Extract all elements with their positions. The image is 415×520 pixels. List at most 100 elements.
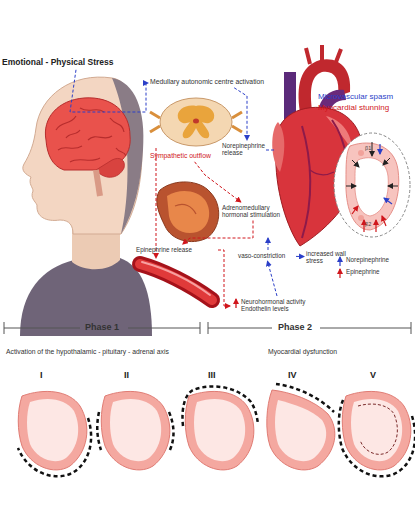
phase-bracket [4,322,411,334]
text-node: Sympathetic outflow [150,152,230,160]
myocardium-inset [358,150,364,156]
heart [306,45,341,64]
node-text: Emotional - Physical Stress [2,58,152,68]
text-node: Adrenomedullary hormonal stimulation [222,204,284,218]
legend-arrow-samples [339,257,340,266]
text-node: Neurohormonal activityEndothelin levels [232,298,327,312]
node-text: Adrenomedullary hormonal stimulation [222,204,284,218]
node-text: Medullary autonomic centre activation [150,78,300,86]
myocardium-inset [363,220,364,232]
ventricle-midventricular [110,399,161,461]
blood-vessel [142,262,210,295]
spinal-cord-section [160,98,232,146]
ventricle-focal [267,384,335,470]
brain [56,108,126,162]
myocardium-inset [352,206,358,214]
myocardium-inset [382,216,386,226]
diagram-label: II [124,370,129,380]
ventricle-apical [18,418,91,476]
ventricle-focal [276,384,334,412]
myocardium-inset [372,142,373,156]
heart-connectors [266,150,274,250]
heart-connectors [266,150,274,151]
patient-silhouette [20,77,152,336]
spinal-cord-section [193,119,199,124]
adrenal-gland [157,182,219,242]
dashed-arrow [268,261,278,296]
diagram-label: I [40,370,43,380]
node-text: Neurohormonal activity [241,298,327,305]
node-text: Endothelin levels [241,305,327,312]
diagram-label: IV [288,370,297,380]
myocardium-inset [379,144,380,154]
patient-silhouette [20,258,152,336]
diagram-label: Myocardial stunning [318,103,389,112]
brain [45,98,130,196]
diagram-label: Phase 1 [85,322,119,332]
node-text: increased wall stress [306,250,352,264]
text-node: Norepinephrine release [222,142,272,156]
heart [310,170,334,175]
myocardium-inset [375,220,376,232]
phase-bracket [4,322,411,334]
text-node: vaso-constriction [238,252,294,259]
text-node: Medullary autonomic centre activation [150,78,300,86]
myocardium-inset [355,158,388,216]
legend-arrow-samples [339,269,340,278]
ventricle-basal [182,386,258,469]
diagram-label: Phase 2 [278,322,312,332]
dashed-arrow [218,250,230,306]
heart-connectors [268,238,269,250]
ventricle-focal [275,400,326,461]
adrenal-gland [167,191,209,233]
myocardium-inset [388,186,398,187]
myocardium-inset [334,133,410,237]
diagram-label: III [208,370,216,380]
myocardium-inset [334,133,410,237]
myocardium-inset [383,158,390,165]
ventricle-midventricular [97,412,101,450]
increase-arrow [236,299,237,308]
ventricle-global [339,398,415,476]
diagram-label: Activation of the hypothalamic - pituita… [6,348,169,356]
blood-vessel [140,264,212,300]
adrenal-gland [175,204,196,214]
myocardium-inset [358,215,364,221]
node-text: Norepinephrine release [222,142,272,156]
adrenal-gland [157,182,219,242]
ventricle-midventricular [101,391,170,469]
diagram-label: Myocardial dysfunction [268,348,337,356]
ventricle-global [351,399,402,461]
heart [302,126,310,238]
legend-text: Norepinephrine [346,256,389,263]
diagram-label: β1 [365,145,371,151]
ventricle-basal [182,386,258,426]
myocardium-inset [346,143,399,230]
brain [96,170,100,196]
ventricle-apical [27,399,78,461]
sympathetic-pathway [156,148,157,258]
ventricle-apical [18,391,91,476]
myocardium-inset [352,160,359,167]
blood-vessel [140,262,212,300]
myocardium-inset [384,198,392,204]
spinal-cord-section [150,98,242,146]
blood-vessel [140,264,212,300]
dashed-arrow [296,256,304,257]
diagram-label: V [370,370,376,380]
ventricle-global [342,391,411,469]
ventricle-shapes [18,384,415,476]
spinal-cord-section [178,106,215,139]
node-text: Epinephrine release [136,246,216,253]
text-node: increased wall stress [306,250,352,264]
myocardium-inset [346,186,356,187]
ventricle-global [358,404,397,454]
ventricle-focal [267,390,335,470]
dashed-arrow [234,88,247,140]
ventricle-basal [185,391,254,469]
ventricle-basal [194,399,245,461]
heart [272,122,284,172]
diagram-label: Microvascular spasm [318,92,393,101]
legend-arrow-samples [340,257,341,278]
